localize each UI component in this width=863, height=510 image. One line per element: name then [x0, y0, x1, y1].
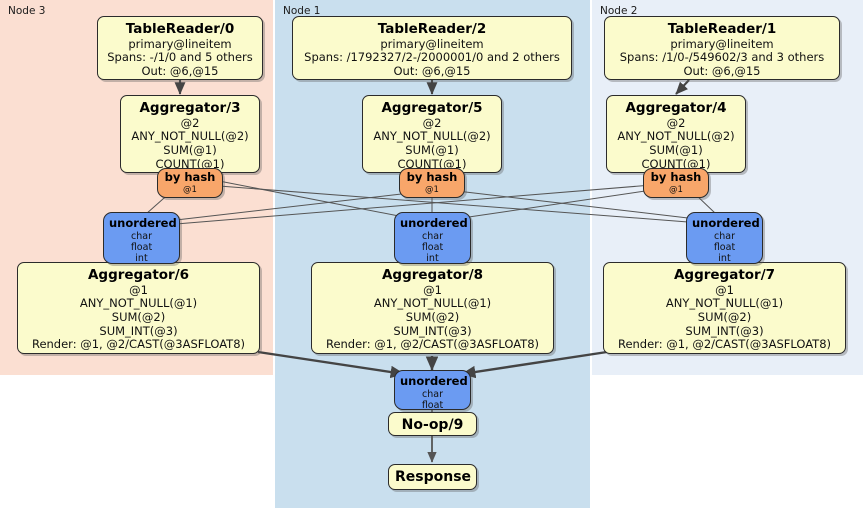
node-line: ANY_NOT_NULL(@2): [373, 129, 491, 144]
node-aggregator-7[interactable]: Aggregator/7 @1 ANY_NOT_NULL(@1) SUM(@2)…: [603, 262, 846, 354]
input-unordered-left[interactable]: unordered char float int: [103, 212, 180, 264]
input-unordered-center[interactable]: unordered char float int: [394, 212, 471, 264]
node-line: Spans: /1/0-/549602/3 and 3 others: [619, 50, 825, 65]
node-line: SUM_INT(@3): [393, 323, 472, 338]
node-line: ANY_NOT_NULL(@1): [665, 296, 784, 311]
input-line: float: [130, 241, 153, 253]
node-no-op-9[interactable]: No-op/9: [388, 412, 477, 436]
input-unordered-bottom[interactable]: unordered char float: [394, 370, 471, 411]
input-line: char: [131, 230, 152, 242]
node-line: SUM(@1): [405, 143, 459, 158]
node-line: Render: @1, @2/CAST(@3ASFLOAT8): [325, 337, 540, 352]
output-by-hash-center[interactable]: by hash @1: [399, 168, 465, 198]
node-line: @1: [129, 282, 148, 297]
node-line: SUM(@2): [405, 310, 460, 325]
node-line: SUM_INT(@3): [99, 323, 178, 338]
node-aggregator-8[interactable]: Aggregator/8 @1 ANY_NOT_NULL(@1) SUM(@2)…: [311, 262, 554, 354]
node-title: Aggregator/5: [381, 100, 483, 116]
node-title: TableReader/0: [125, 21, 235, 37]
node-tablereader-2[interactable]: TableReader/2 primary@lineitem Spans: /1…: [292, 16, 572, 80]
input-line: int: [426, 252, 439, 264]
node-line: Out: @6,@15: [683, 64, 761, 79]
node-line: ANY_NOT_NULL(@1): [79, 296, 198, 311]
node-line: ANY_NOT_NULL(@2): [131, 129, 249, 144]
input-title: unordered: [400, 216, 468, 230]
input-line: float: [421, 399, 444, 411]
node-line: primary@lineitem: [670, 36, 774, 51]
region-node1-label: Node 1: [283, 5, 321, 17]
node-title: Aggregator/4: [625, 100, 727, 116]
node-title: Aggregator/6: [87, 267, 190, 283]
input-line: char: [714, 230, 735, 242]
node-line: Render: @1, @2/CAST(@3ASFLOAT8): [31, 337, 246, 352]
region-node2-label: Node 2: [600, 5, 638, 17]
node-line: @2: [180, 115, 200, 130]
node-line: SUM(@1): [649, 143, 703, 158]
node-line: SUM(@1): [163, 143, 217, 158]
node-line: @1: [715, 282, 734, 297]
output-by-hash-left[interactable]: by hash @1: [157, 168, 223, 198]
node-line: COUNT(@1): [641, 156, 711, 171]
output-title: by hash: [650, 170, 702, 184]
node-line: Spans: -/1/0 and 5 others: [107, 50, 253, 65]
node-line: SUM(@2): [697, 310, 752, 325]
node-line: primary@lineitem: [380, 36, 484, 51]
node-line: SUM_INT(@3): [685, 323, 764, 338]
input-title: unordered: [109, 216, 177, 230]
input-title: unordered: [692, 216, 760, 230]
input-title: unordered: [400, 374, 468, 388]
node-line: @2: [666, 115, 686, 130]
input-line: float: [421, 241, 444, 253]
node-line: COUNT(@1): [397, 156, 467, 171]
node-line: @1: [423, 282, 442, 297]
input-line: int: [135, 252, 148, 264]
output-line: @1: [183, 184, 197, 195]
input-unordered-right[interactable]: unordered char float int: [686, 212, 763, 264]
node-line: Out: @6,@15: [393, 64, 471, 79]
output-line: @1: [669, 184, 683, 195]
node-title: Aggregator/7: [673, 267, 776, 283]
node-line: Spans: /1792327/2-/2000001/0 and 2 other…: [304, 50, 560, 65]
node-line: SUM(@2): [111, 310, 166, 325]
node-line: Out: @6,@15: [141, 64, 219, 79]
output-title: by hash: [164, 170, 216, 184]
input-line: char: [422, 230, 443, 242]
node-tablereader-1[interactable]: TableReader/1 primary@lineitem Spans: /1…: [604, 16, 840, 80]
node-line: @2: [422, 115, 442, 130]
node-aggregator-5[interactable]: Aggregator/5 @2 ANY_NOT_NULL(@2) SUM(@1)…: [362, 95, 502, 173]
node-line: COUNT(@1): [155, 156, 225, 171]
output-line: @1: [425, 184, 439, 195]
node-title: Response: [395, 469, 472, 485]
input-line: float: [713, 241, 736, 253]
node-title: No-op/9: [401, 417, 464, 433]
node-aggregator-6[interactable]: Aggregator/6 @1 ANY_NOT_NULL(@1) SUM(@2)…: [17, 262, 260, 354]
node-title: Aggregator/8: [381, 267, 484, 283]
output-by-hash-right[interactable]: by hash @1: [643, 168, 709, 198]
node-line: primary@lineitem: [128, 36, 232, 51]
node-line: ANY_NOT_NULL(@1): [373, 296, 492, 311]
node-line: Render: @1, @2/CAST(@3ASFLOAT8): [617, 337, 832, 352]
node-line: ANY_NOT_NULL(@2): [617, 129, 735, 144]
node-title: Aggregator/3: [139, 100, 241, 116]
node-tablereader-0[interactable]: TableReader/0 primary@lineitem Spans: -/…: [97, 16, 263, 80]
node-title: TableReader/2: [377, 21, 487, 37]
node-title: TableReader/1: [667, 21, 777, 37]
input-line: char: [422, 388, 443, 400]
input-line: int: [718, 252, 731, 264]
node-aggregator-3[interactable]: Aggregator/3 @2 ANY_NOT_NULL(@2) SUM(@1)…: [120, 95, 260, 173]
node-response[interactable]: Response: [388, 464, 477, 490]
output-title: by hash: [406, 170, 458, 184]
region-node3-label: Node 3: [8, 5, 46, 17]
node-aggregator-4[interactable]: Aggregator/4 @2 ANY_NOT_NULL(@2) SUM(@1)…: [606, 95, 746, 173]
